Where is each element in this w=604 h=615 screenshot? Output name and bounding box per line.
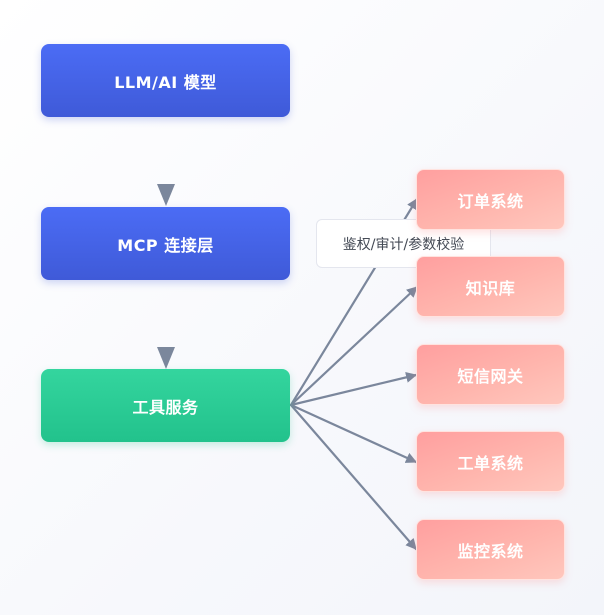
- mcp-connection-node: MCP 连接层: [41, 207, 290, 280]
- tool-service-label: 工具服务: [132, 397, 199, 417]
- target-sms-gateway: 短信网关: [416, 344, 565, 405]
- target-knowledge-base-label: 知识库: [465, 278, 516, 298]
- target-monitoring-system: 监控系统: [416, 519, 565, 580]
- mcp-connection-label: MCP 连接层: [117, 235, 214, 255]
- arrow-to-monitoring-system: [289, 403, 418, 551]
- target-order-system-label: 订单系统: [457, 191, 524, 211]
- auth-audit-label: 鉴权/审计/参数校验: [342, 236, 465, 253]
- target-monitoring-system-label: 监控系统: [457, 541, 524, 561]
- target-ticket-system: 工单系统: [416, 431, 565, 492]
- tool-service-node: 工具服务: [41, 369, 290, 442]
- fan-out-arrows: [289, 197, 419, 551]
- arrow-to-ticket-system: [289, 403, 418, 464]
- target-ticket-system-label: 工单系统: [457, 453, 524, 473]
- target-sms-gateway-label: 短信网关: [457, 366, 524, 386]
- llm-model-label: LLM/AI 模型: [114, 72, 217, 92]
- arrow-mcp-to-tools: [157, 347, 175, 369]
- arrow-to-sms-gateway: [289, 371, 418, 407]
- llm-model-node: LLM/AI 模型: [41, 44, 290, 117]
- target-order-system: 订单系统: [416, 169, 565, 230]
- target-knowledge-base: 知识库: [416, 256, 565, 317]
- arrow-to-knowledge-base: [289, 285, 419, 407]
- arrow-llm-to-mcp: [157, 184, 175, 206]
